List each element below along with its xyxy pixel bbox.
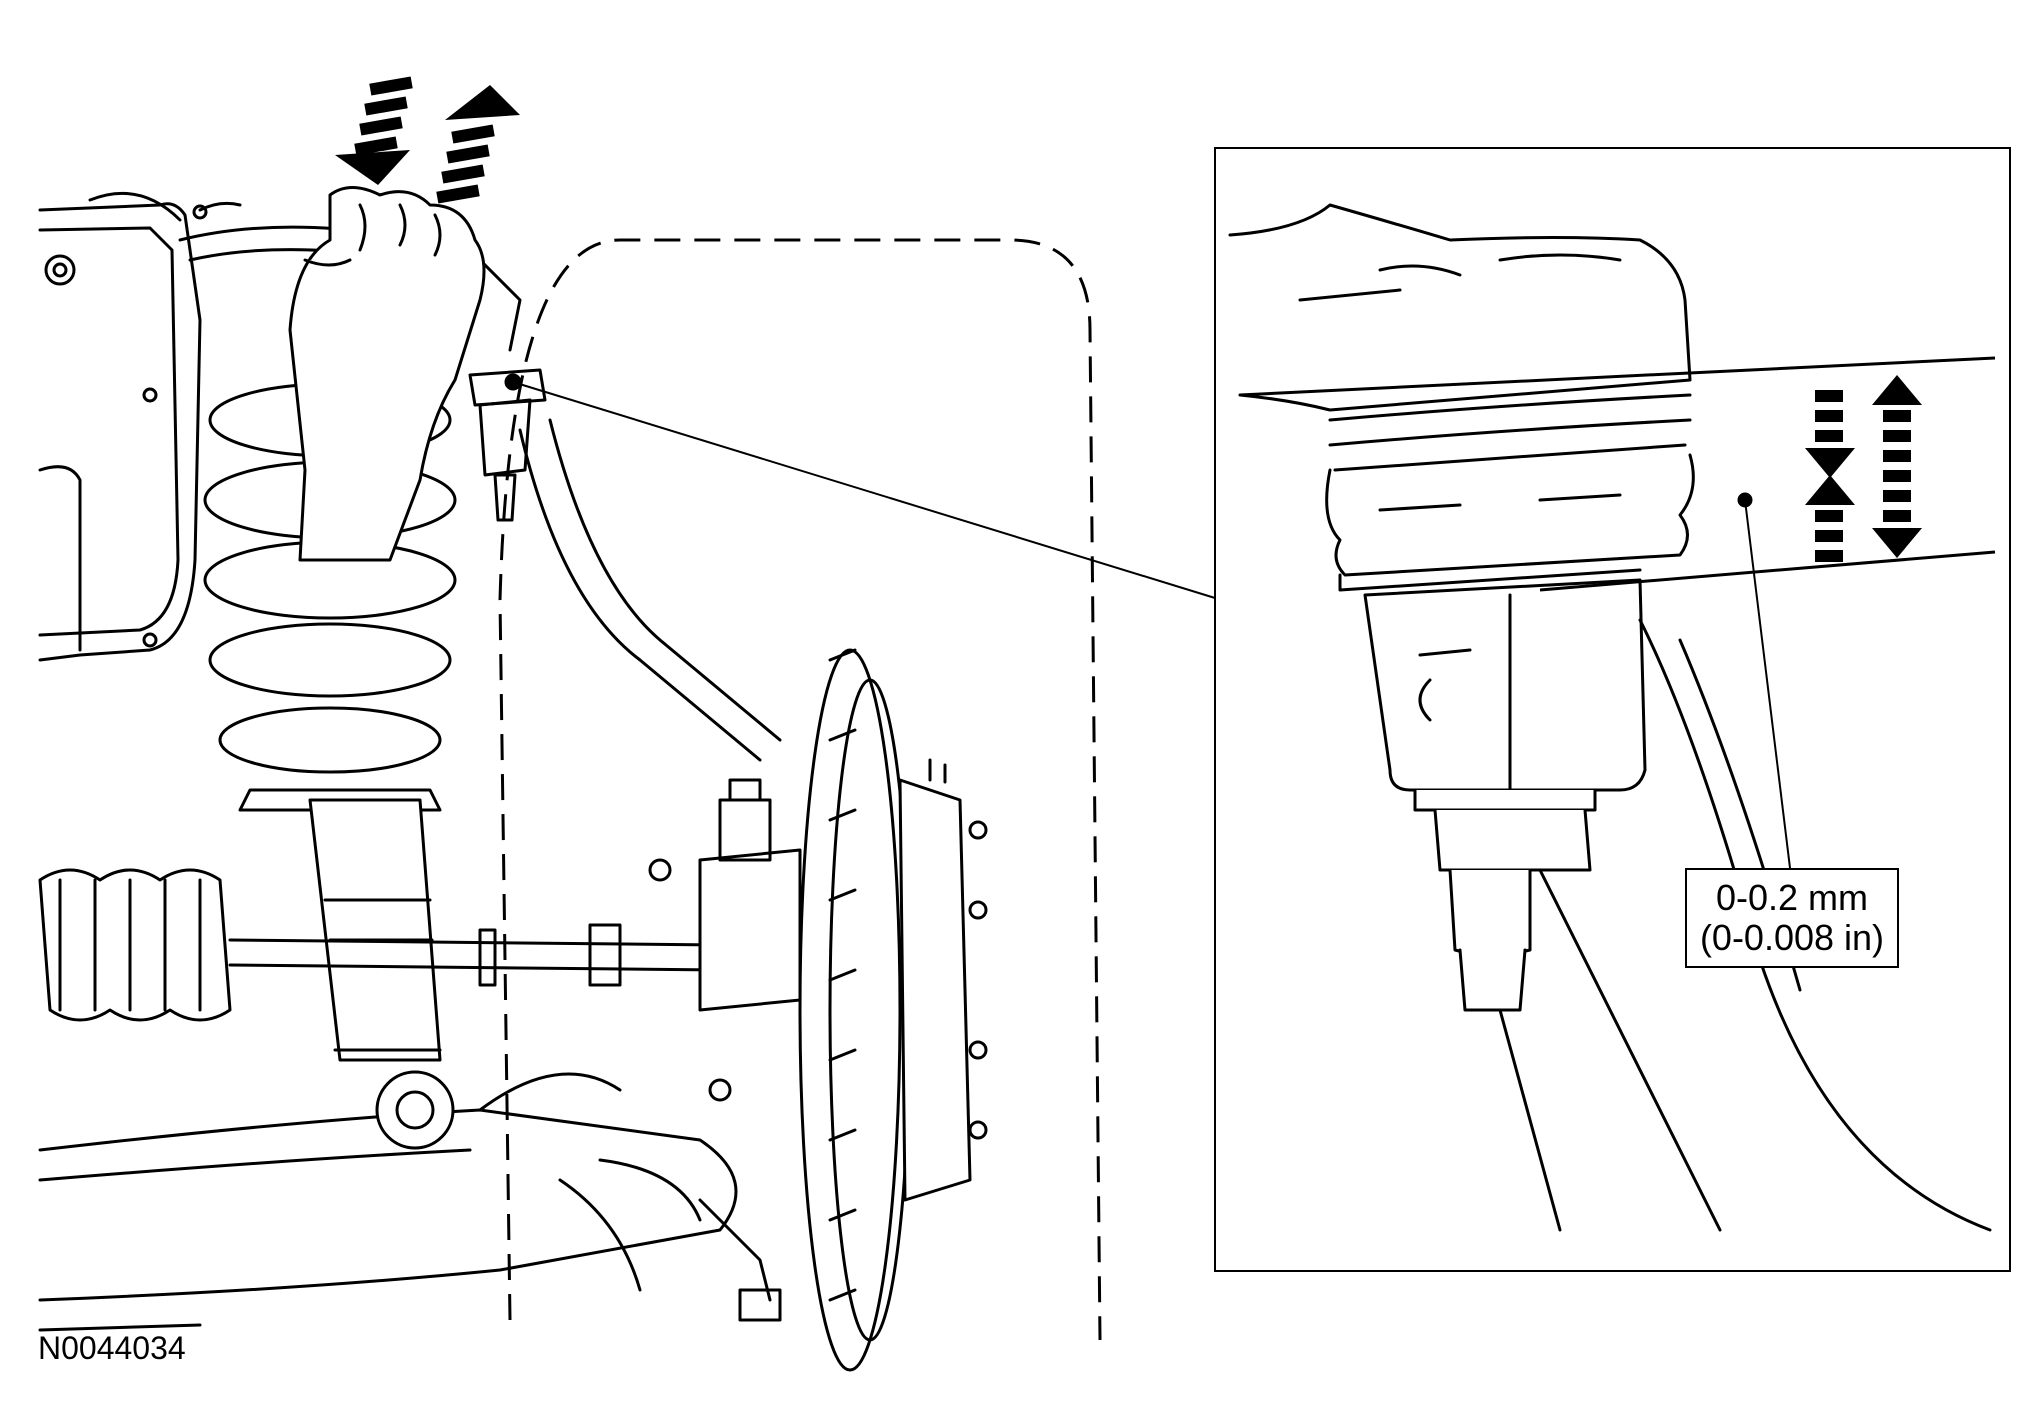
frame-bracket — [38, 191, 202, 662]
callout-line-1: 0-0.2 mm — [1715, 877, 1869, 918]
lower-chassis-lines — [38, 1158, 702, 1332]
steering-rack-boot — [38, 868, 232, 1022]
detail-ball-joint-boot — [1325, 393, 1695, 592]
detail-ball-joint-housing — [1363, 578, 1647, 1012]
up-down-dashed-arrows-icon — [335, 76, 520, 204]
lower-control-arm — [38, 1070, 738, 1302]
upper-ball-joint — [468, 368, 547, 522]
steering-knuckle — [648, 778, 802, 1322]
tie-rod — [228, 923, 722, 987]
hub-caliper — [898, 758, 988, 1202]
measurement-callout: 0-0.2 mm (0-0.008 in) — [1685, 868, 1899, 968]
detail-view — [1228, 203, 1992, 1232]
measurement-lines — [1239, 356, 1996, 869]
upper-control-arm — [518, 418, 782, 762]
shock-absorber — [308, 798, 442, 1062]
technician-hand — [288, 186, 486, 562]
detail-up-down-dashed-arrows-icon — [1805, 375, 1922, 562]
brake-rotor — [798, 648, 912, 1372]
main-view — [38, 186, 988, 1372]
figure-id: N0044034 — [38, 1330, 186, 1366]
wheel-outline-dashed — [498, 238, 1102, 1341]
detail-leader-line — [512, 381, 1216, 599]
callout-line-2: (0-0.008 in) — [1699, 917, 1885, 958]
